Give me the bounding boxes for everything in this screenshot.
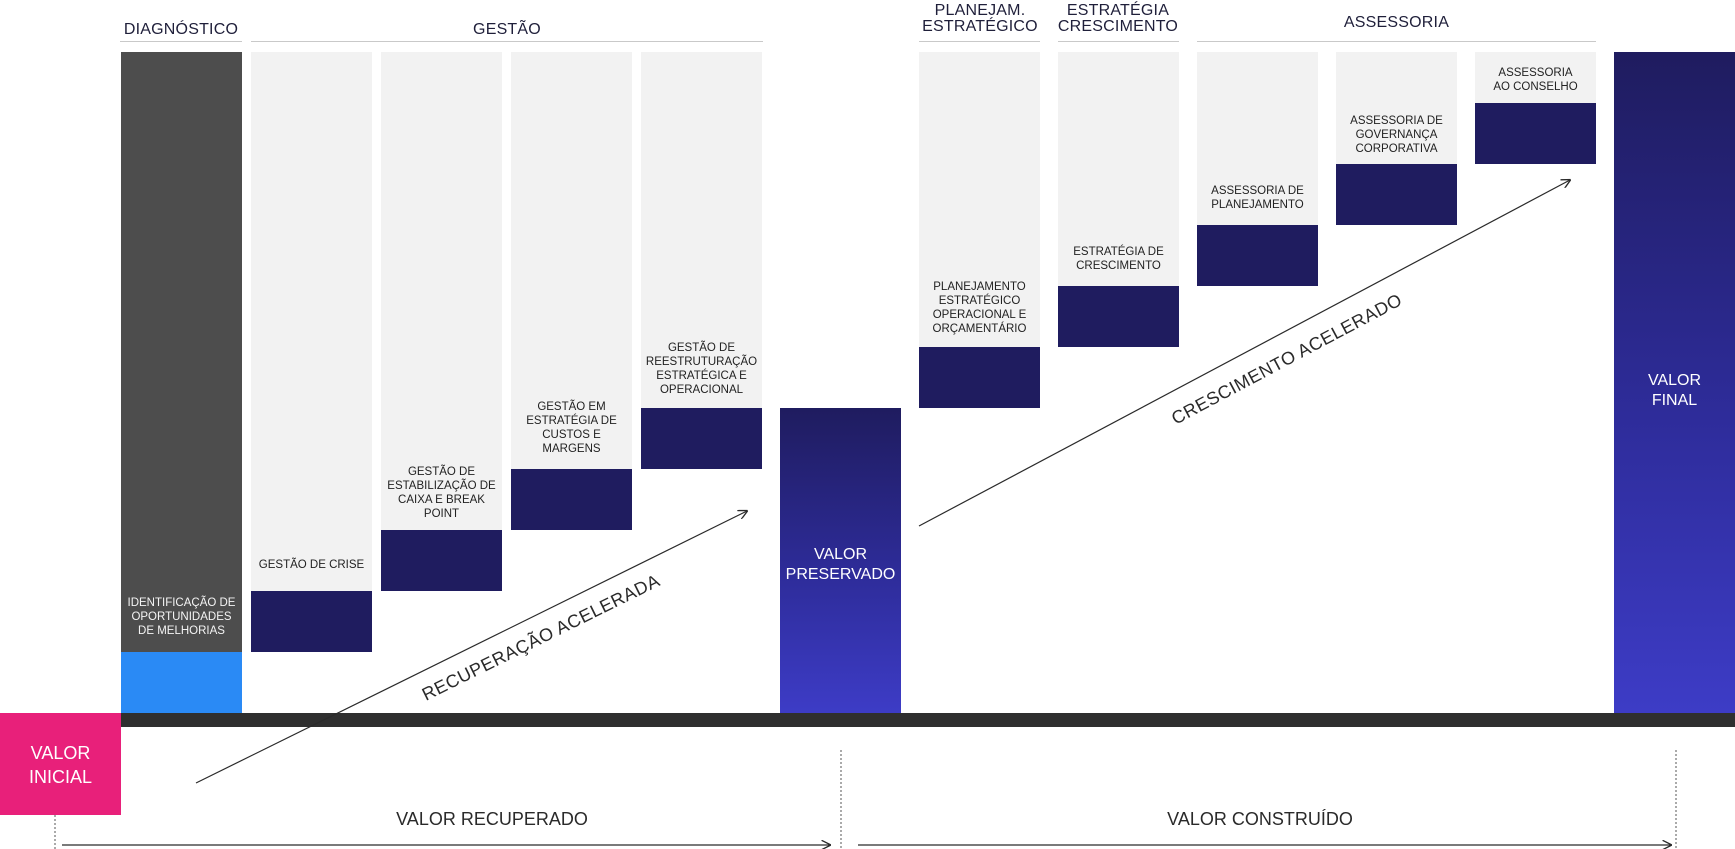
column-label-assessoria-conselho: ASSESSORIA AO CONSELHO — [1493, 67, 1578, 93]
arrow-recuperacao — [195, 511, 747, 784]
arrow-crescimento — [918, 180, 1570, 527]
header-estrategia-rule — [1058, 41, 1179, 42]
block-gestao-crise — [251, 591, 372, 652]
column-assessoria-conselho — [1475, 52, 1596, 103]
column-gestao-reestruturacao — [641, 52, 762, 408]
block-estrategia — [1058, 286, 1179, 347]
valor-preservado-block — [780, 408, 901, 713]
label-valor-construido: VALOR CONSTRUÍDO — [1167, 809, 1353, 829]
valor-final-block — [1614, 52, 1735, 713]
column-label-gestao-crise: GESTÃO DE CRISE — [258, 559, 365, 571]
valor-final-label: VALOR FINAL — [1647, 372, 1702, 409]
diagnostico-blue-block — [121, 652, 242, 713]
column-label-planejamento: PLANEJAMENTO ESTRATÉGICO OPERACIONAL E O… — [932, 281, 1027, 335]
header-planejamento: PLANEJAM. ESTRATÉGICO — [922, 2, 1038, 35]
header-diagnostico: DIAGNÓSTICO — [123, 21, 239, 38]
block-planejamento — [919, 347, 1040, 408]
column-label-gestao-custos: GESTÃO EM ESTRATÉGIA DE CUSTOS E MARGENS — [526, 401, 617, 455]
column-assessoria-planejamento — [1197, 52, 1318, 225]
column-gestao-custos — [511, 52, 632, 469]
block-gestao-caixa — [381, 530, 502, 591]
block-gestao-custos — [511, 469, 632, 530]
diagnostico-column — [121, 52, 242, 652]
header-diagnostico-rule — [120, 41, 242, 42]
column-label-identificacao: IDENTIFICAÇÃO DE OPORTUNIDADES DE MELHOR… — [127, 597, 236, 637]
column-label-gestao-reestruturacao: GESTÃO DE REESTRUTURAÇÃO ESTRATÉGICA E O… — [645, 342, 758, 396]
block-gestao-reestruturacao — [641, 408, 762, 469]
baseline-bar — [121, 713, 1735, 727]
column-label-gestao-caixa: GESTÃO DE ESTABILIZAÇÃO DE CAIXA E BREAK… — [387, 466, 496, 520]
column-gestao-crise — [251, 52, 372, 591]
label-valor-recuperado: VALOR RECUPERADO — [396, 809, 588, 829]
column-label-assessoria-planejamento: ASSESSORIA DE PLANEJAMENTO — [1211, 185, 1304, 211]
column-label-assessoria-governanca: ASSESSORIA DE GOVERNANÇA CORPORATIVA — [1350, 115, 1443, 155]
valor-inicial-block — [0, 713, 121, 815]
header-planejamento-rule — [919, 41, 1040, 42]
column-label-estrategia: ESTRATÉGIA DE CRESCIMENTO — [1073, 246, 1164, 272]
block-assessoria-governanca — [1336, 164, 1457, 225]
column-estrategia — [1058, 52, 1179, 286]
valor-inicial-label: VALOR INICIAL — [28, 743, 93, 787]
valor-preservado-label: VALOR PRESERVADO — [785, 546, 896, 583]
column-assessoria-governanca — [1336, 52, 1457, 164]
block-assessoria-planejamento — [1197, 225, 1318, 286]
column-gestao-caixa — [381, 52, 502, 530]
header-assessoria: ASSESSORIA — [1343, 14, 1450, 31]
header-gestao: GESTÃO — [473, 21, 541, 38]
header-gestao-rule — [251, 41, 763, 42]
column-planejamento — [919, 52, 1040, 347]
header-assessoria-rule — [1197, 41, 1596, 42]
header-estrategia: ESTRATÉGIA CRESCIMENTO — [1057, 2, 1179, 35]
block-assessoria-conselho — [1475, 103, 1596, 164]
